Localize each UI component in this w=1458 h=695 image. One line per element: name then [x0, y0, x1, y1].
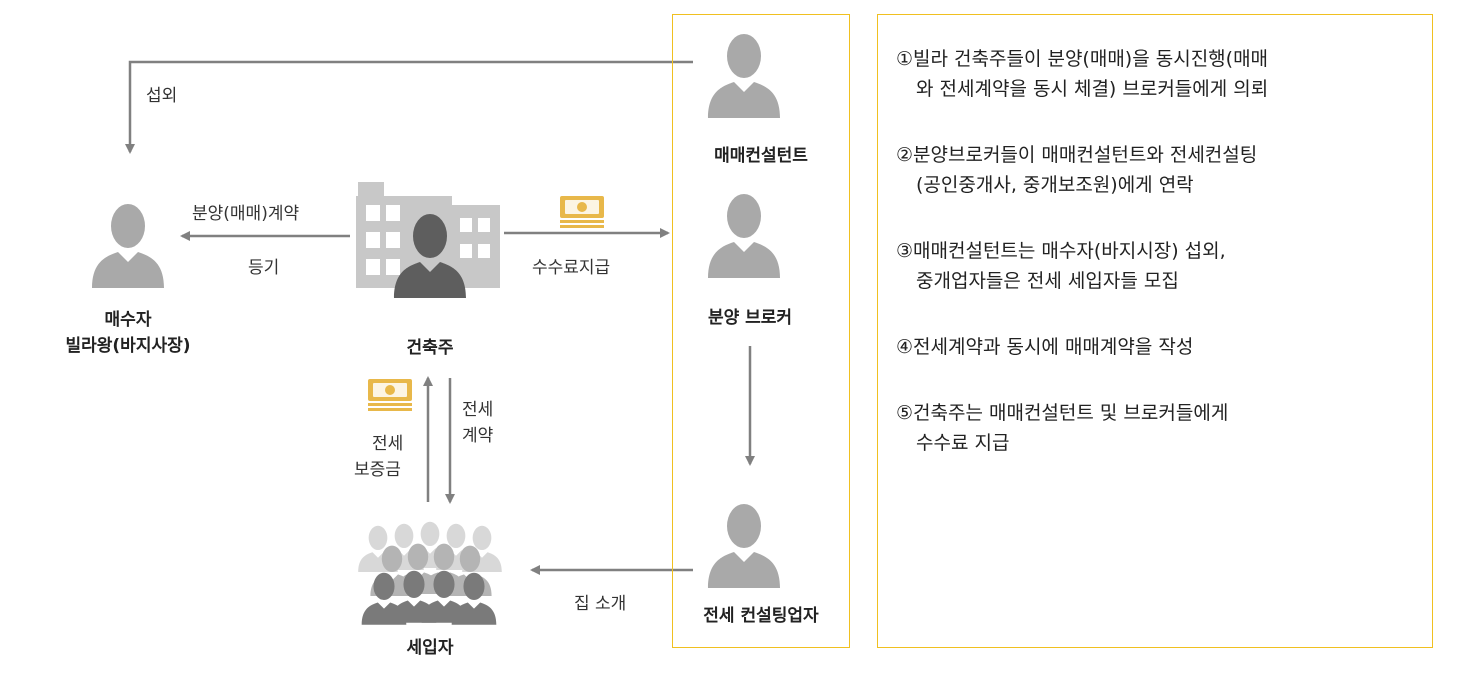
broker-label: 분양 브로커: [708, 306, 792, 330]
step-2-line1: ②분양브로커들이 매매컨설턴트와 전세컨설팅: [896, 140, 1416, 170]
buyer-sublabel: 빌라왕(바지사장): [65, 334, 190, 358]
sale-contract-label: 분양(매매)계약: [192, 202, 299, 226]
step-1-line2: 와 전세계약을 동시 체결) 브로커들에게 의뢰: [896, 74, 1416, 104]
buyer-person-icon: [92, 204, 164, 288]
contact-arrow: [130, 62, 693, 152]
step-3-line2: 중개업자들은 전세 세입자들 모집: [896, 266, 1416, 296]
step-3: ③매매컨설턴트는 매수자(바지시장) 섭외, 중개업자들은 전세 세입자들 모집: [896, 236, 1416, 296]
tenants-label: 세입자: [407, 636, 454, 660]
contact-label: 섭외: [146, 84, 177, 108]
step-4: ④전세계약과 동시에 매매계약을 작성: [896, 332, 1416, 362]
fee-payment-label: 수수료지급: [532, 256, 610, 280]
fee-money-icon: [560, 196, 604, 228]
jeonse-contract-sublabel: 계약: [462, 424, 493, 448]
builder-label: 건축주: [407, 336, 454, 360]
jeonse-contract-label: 전세: [462, 398, 493, 422]
jeonse-consultant-label: 전세 컨설팅업자: [703, 604, 818, 628]
consultants-box: [672, 14, 850, 648]
jeonse-deposit-sublabel: 보증금: [354, 458, 401, 482]
step-3-line1: ③매매컨설턴트는 매수자(바지시장) 섭외,: [896, 236, 1416, 266]
step-1-line1: ①빌라 건축주들이 분양(매매)을 동시진행(매매: [896, 44, 1416, 74]
step-5: ⑤건축주는 매매컨설턴트 및 브로커들에게 수수료 지급: [896, 398, 1416, 458]
step-5-line2: 수수료 지급: [896, 428, 1416, 458]
house-intro-label: 집 소개: [574, 592, 626, 616]
step-5-line1: ⑤건축주는 매매컨설턴트 및 브로커들에게: [896, 398, 1416, 428]
step-4-line1: ④전세계약과 동시에 매매계약을 작성: [896, 332, 1416, 362]
steps-list: ①빌라 건축주들이 분양(매매)을 동시진행(매매 와 전세계약을 동시 체결)…: [896, 44, 1416, 494]
deposit-money-icon: [368, 379, 412, 411]
step-2-line2: (공인중개사, 중개보조원)에게 연락: [896, 170, 1416, 200]
registration-label: 등기: [248, 256, 279, 280]
sales-consultant-label: 매매컨설턴트: [714, 144, 808, 168]
jeonse-deposit-label: 전세: [372, 432, 403, 456]
tenants-group-icon: [358, 522, 502, 625]
buyer-label: 매수자: [105, 308, 152, 332]
step-1: ①빌라 건축주들이 분양(매매)을 동시진행(매매 와 전세계약을 동시 체결)…: [896, 44, 1416, 104]
step-2: ②분양브로커들이 매매컨설턴트와 전세컨설팅 (공인중개사, 중개보조원)에게 …: [896, 140, 1416, 200]
